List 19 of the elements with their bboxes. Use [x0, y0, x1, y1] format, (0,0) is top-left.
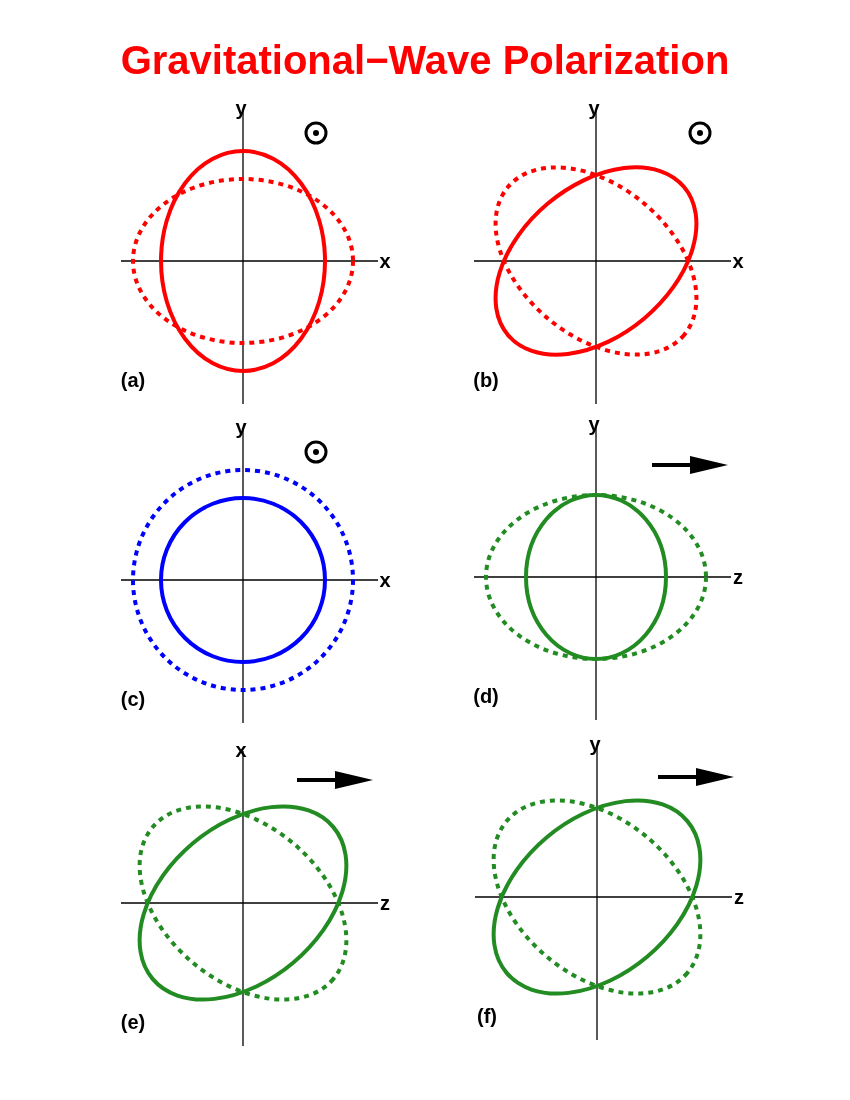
- axis-label: x: [732, 250, 744, 272]
- panel-label: (f): [477, 1005, 497, 1027]
- panel-label: (b): [473, 369, 499, 391]
- axis-label: x: [379, 569, 391, 591]
- panel-label: (d): [473, 685, 499, 707]
- axis-label: y: [235, 416, 247, 438]
- panel-label: (c): [120, 688, 146, 710]
- axis-label: x: [379, 250, 391, 272]
- axis-label: y: [588, 413, 600, 435]
- title: Gravitational−Wave Polarization: [119, 38, 731, 83]
- axis-label: y: [589, 733, 601, 755]
- axis-label: y: [588, 97, 600, 119]
- axis-label: x: [235, 739, 247, 761]
- axis-label: y: [235, 97, 247, 119]
- panel-label: (e): [120, 1011, 146, 1033]
- axis-label: z: [380, 892, 390, 914]
- panel-label: (a): [120, 369, 146, 391]
- axis-label: z: [734, 886, 744, 908]
- axis-label: z: [733, 566, 743, 588]
